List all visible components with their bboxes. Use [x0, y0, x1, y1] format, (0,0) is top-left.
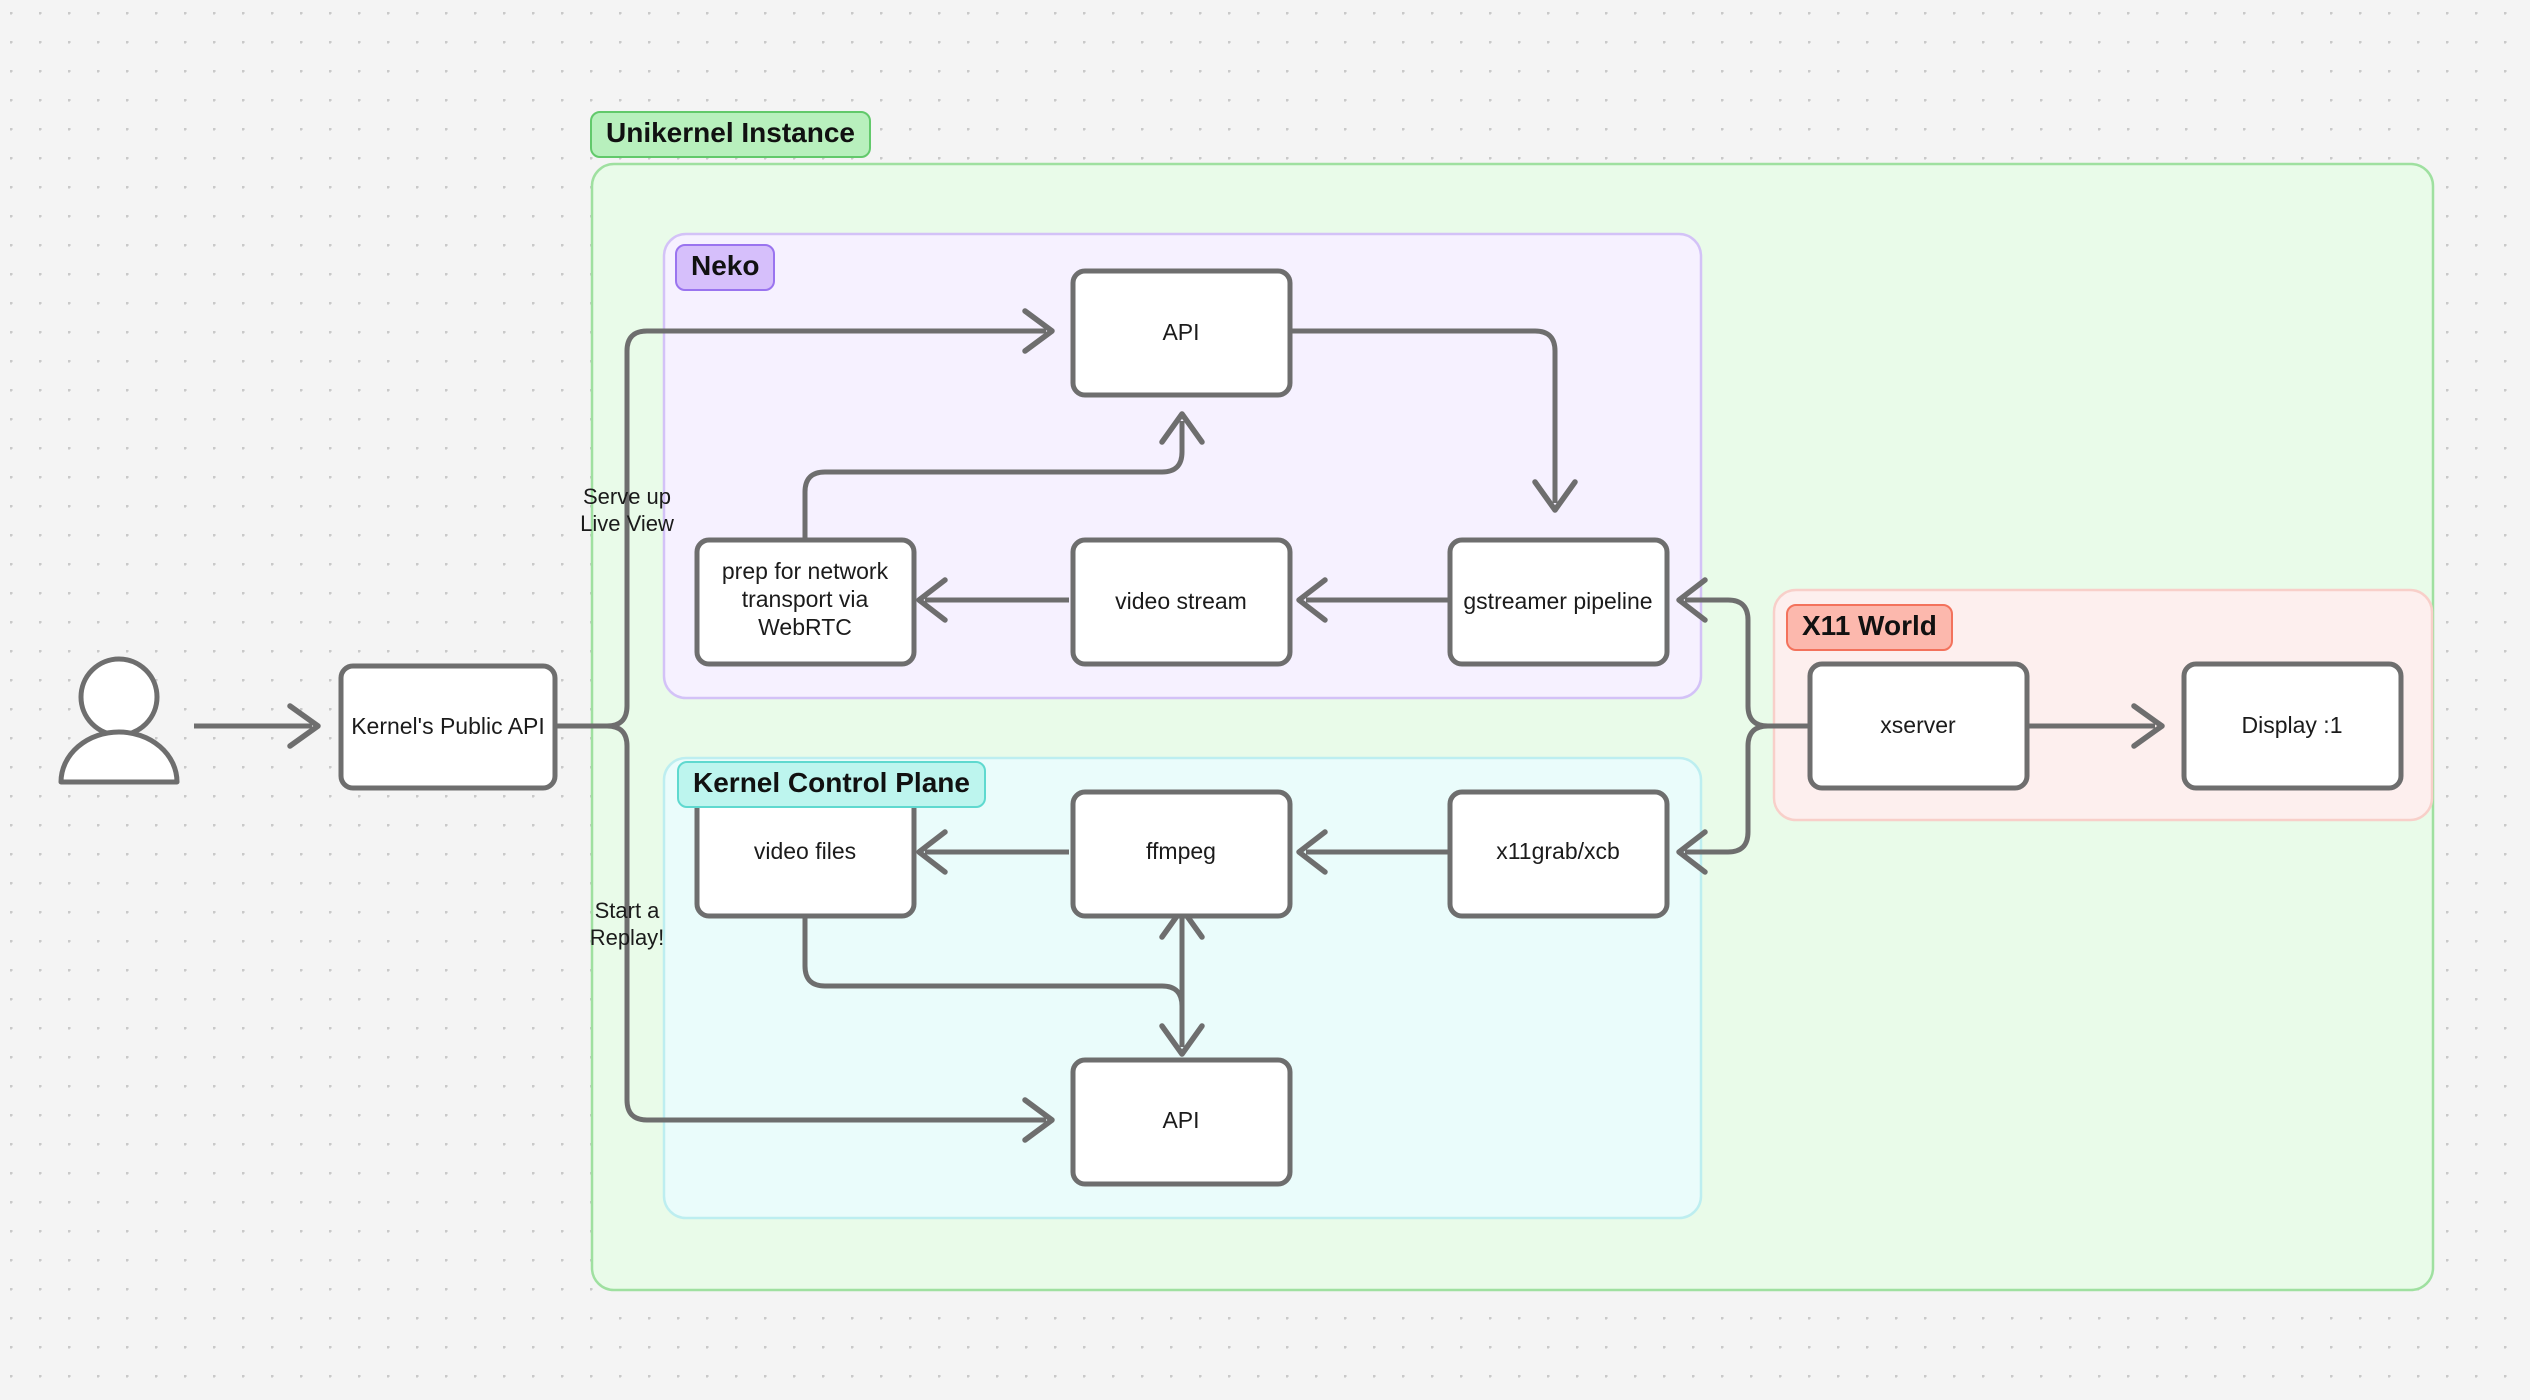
edge-label-replay-line2: Replay! — [590, 925, 665, 950]
node-ffmpeg[interactable]: ffmpeg — [1070, 789, 1293, 919]
node-label-x11grab-xcb: x11grab/xcb — [1496, 838, 1620, 864]
node-video-files[interactable]: video files — [694, 789, 917, 919]
edge-label-serve-up-live-view: Serve up Live View — [580, 484, 674, 536]
node-label-control-plane-api: API — [1162, 1107, 1199, 1133]
node-kernels-public-api[interactable]: Kernel's Public API — [338, 663, 558, 791]
edge-x11grab-to-ffmpeg — [1296, 829, 1448, 875]
node-webrtc-prep[interactable]: prep for network transport via WebRTC — [694, 537, 917, 667]
node-neko-api[interactable]: API — [1070, 268, 1293, 398]
group-badge-kernel-control-plane: Kernel Control Plane — [677, 761, 986, 809]
edge-gstreamer-to-video-stream — [1296, 577, 1448, 623]
node-label-kernels-public-api: Kernel's Public API — [351, 713, 545, 739]
node-xserver[interactable]: xserver — [1807, 661, 2030, 791]
edge-public-api-to-control-plane-api — [557, 723, 1055, 1143]
node-display[interactable]: Display :1 — [2181, 661, 2404, 791]
node-label-video-files: video files — [754, 838, 856, 864]
edge-xserver-to-x11grab — [1676, 723, 1810, 875]
user-person-icon — [58, 656, 180, 785]
edge-xserver-to-display — [2026, 703, 2165, 749]
edge-user-to-public-api — [194, 703, 321, 749]
group-neko — [662, 232, 1703, 700]
edge-webrtc-prep-to-neko-api — [802, 411, 1205, 570]
edge-label-serve-up-line2: Live View — [580, 511, 674, 536]
node-label-webrtc-prep-line1: prep for network — [722, 558, 889, 584]
group-badge-unikernel-instance: Unikernel Instance — [590, 111, 871, 159]
group-badge-x11-world: X11 World — [1786, 604, 1953, 652]
edge-label-start-a-replay: Start a Replay! — [590, 898, 665, 950]
edge-video-stream-to-webrtc-prep — [916, 577, 1069, 623]
node-x11grab-xcb[interactable]: x11grab/xcb — [1447, 789, 1670, 919]
node-label-webrtc-prep-line2: transport via — [742, 586, 869, 612]
node-video-stream[interactable]: video stream — [1070, 537, 1293, 667]
node-gstreamer-pipeline[interactable]: gstreamer pipeline — [1447, 537, 1670, 667]
node-label-neko-api: API — [1162, 319, 1199, 345]
node-control-plane-api[interactable]: API — [1070, 1057, 1293, 1187]
node-label-xserver: xserver — [1880, 712, 1956, 738]
node-label-ffmpeg: ffmpeg — [1146, 838, 1216, 864]
node-label-webrtc-prep-line3: WebRTC — [758, 614, 852, 640]
edge-ffmpeg-to-video-files — [916, 829, 1069, 875]
node-label-display: Display :1 — [2242, 712, 2343, 738]
group-badge-neko: Neko — [675, 244, 776, 292]
edge-label-serve-up-line1: Serve up — [583, 484, 671, 509]
edge-neko-api-to-gstreamer — [1292, 328, 1578, 513]
edge-label-replay-line1: Start a — [595, 898, 661, 923]
node-label-gstreamer-pipeline: gstreamer pipeline — [1463, 588, 1652, 614]
node-label-video-stream: video stream — [1115, 588, 1247, 614]
